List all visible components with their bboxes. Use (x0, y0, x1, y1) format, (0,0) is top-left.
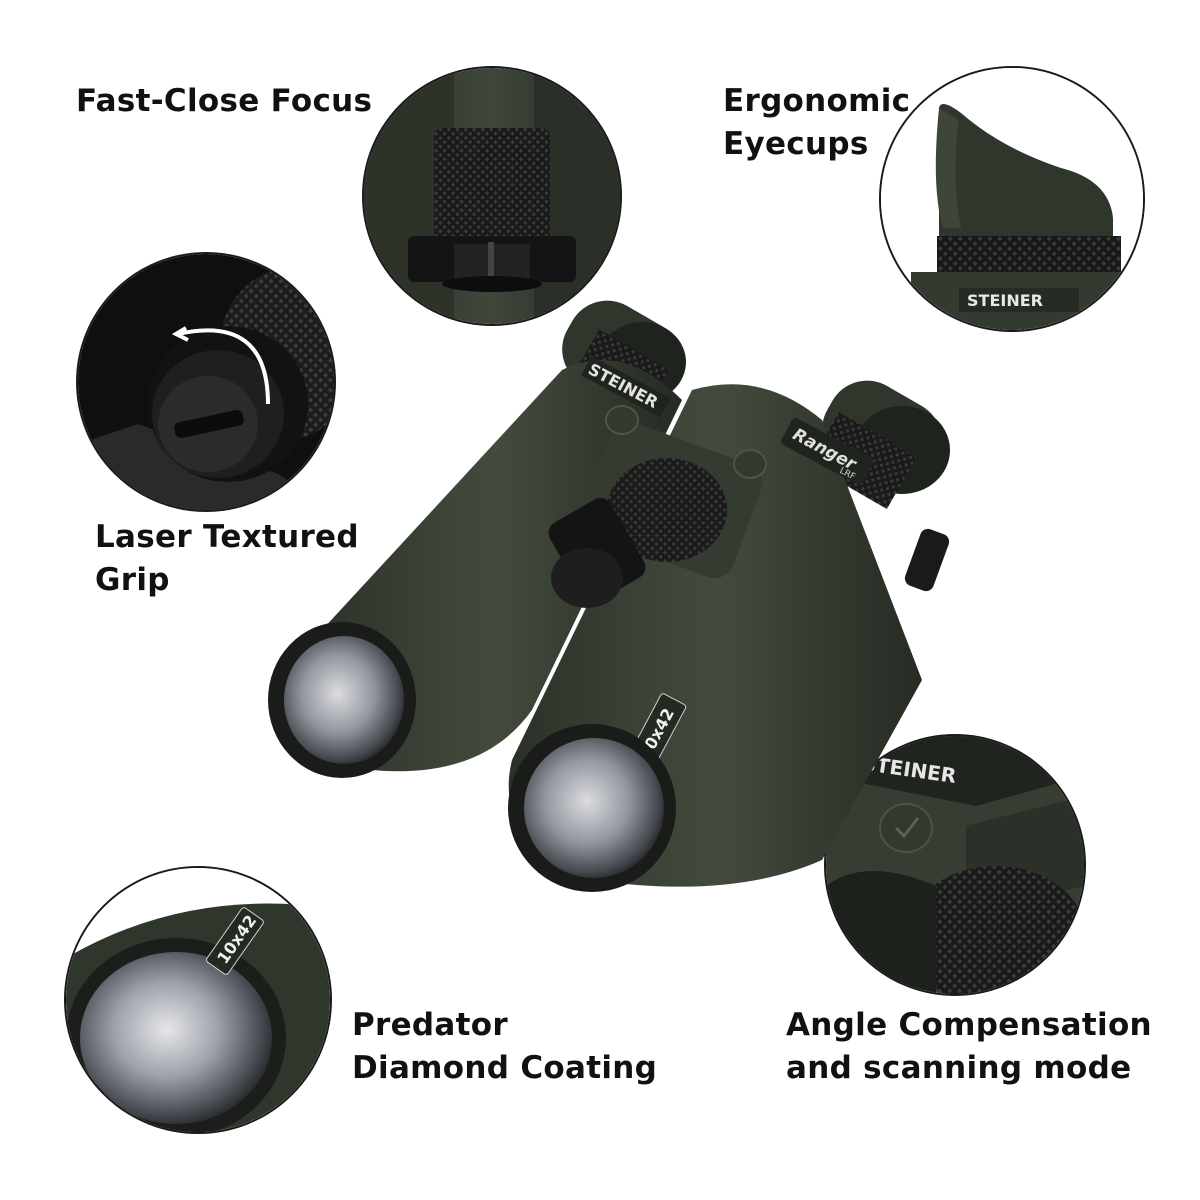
feature-grip-line-1: Laser Textured (95, 519, 359, 555)
feature-eyecups-line-1: Ergonomic (723, 83, 911, 119)
steiner-logo-badge: STEINER (959, 288, 1079, 312)
grip-closeup (76, 252, 336, 512)
feature-label-coating: Predator Diamond Coating (352, 1004, 657, 1090)
target-button-icon (733, 449, 767, 479)
feature-focus-line-1: Fast-Close Focus (76, 83, 373, 119)
feature-label-grip: Laser Textured Grip (95, 516, 359, 602)
feature-coating-line-1: Predator (352, 1007, 508, 1043)
svg-text:STEINER: STEINER (967, 291, 1043, 310)
feature-label-eyecups: Ergonomic Eyecups (723, 80, 910, 166)
lens-coating-closeup: 10x42 (64, 866, 332, 1134)
feature-eyecups-line-2: Eyecups (723, 126, 869, 162)
focus-knob-closeup (362, 66, 622, 326)
feature-coating-line-2: Diamond Coating (352, 1050, 658, 1086)
check-button-icon (605, 405, 639, 435)
feature-angle-line-2: and scanning mode (786, 1050, 1132, 1086)
feature-label-focus: Fast-Close Focus (76, 80, 372, 123)
feature-label-angle: Angle Compensation and scanning mode (786, 1004, 1152, 1090)
eyecup-closeup: STEINER (879, 66, 1145, 332)
feature-angle-line-1: Angle Compensation (786, 1007, 1152, 1043)
angle-compensation-button-icon (879, 803, 933, 853)
feature-grip-line-2: Grip (95, 562, 170, 598)
angle-button-closeup: STEINER (824, 734, 1086, 996)
binocular-product-image: STEINER Ranger LRF 10x42 (262, 300, 1022, 900)
